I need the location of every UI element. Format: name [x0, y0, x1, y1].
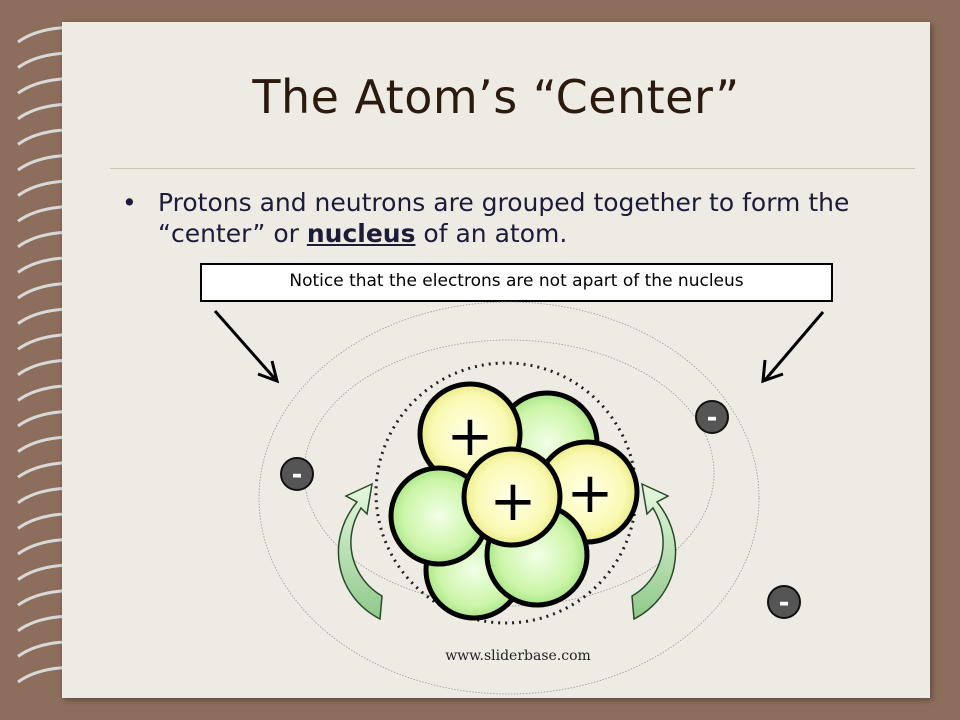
arrow-right-icon: [761, 311, 825, 384]
bullet-keyword: nucleus: [306, 219, 416, 248]
website-credit: www.sliderbase.com: [445, 648, 591, 664]
proton-symbol: +: [567, 461, 614, 526]
arrow-left-icon: [213, 310, 280, 384]
bullet-text: Protons and neutrons are grouped togethe…: [158, 187, 898, 249]
proton: [461, 446, 563, 548]
electron-symbol: -: [707, 403, 718, 433]
proton-symbol: +: [490, 469, 537, 534]
electron: -: [695, 400, 729, 434]
bullet-text-part1: Protons and neutrons are grouped togethe…: [158, 188, 850, 248]
bullet-text-part2: of an atom.: [415, 219, 568, 248]
atom-diagram: + + + - - -: [213, 301, 825, 695]
nucleus: + + +: [388, 381, 640, 621]
title-divider: [110, 168, 915, 169]
electron-symbol: -: [779, 588, 790, 618]
slide-page: The Atom’s “Center” • Protons and neutro…: [62, 22, 930, 698]
electron: -: [280, 457, 314, 491]
curved-arrow-left-icon: [337, 482, 383, 621]
curved-arrow-right-icon: [631, 482, 677, 621]
slide-title: The Atom’s “Center”: [252, 70, 740, 124]
electron-symbol: -: [292, 460, 303, 490]
outer-orbit-2: [258, 301, 760, 695]
bullet-marker: •: [122, 188, 137, 217]
notice-box: Notice that the electrons are not apart …: [200, 263, 833, 302]
electron: -: [767, 585, 801, 619]
